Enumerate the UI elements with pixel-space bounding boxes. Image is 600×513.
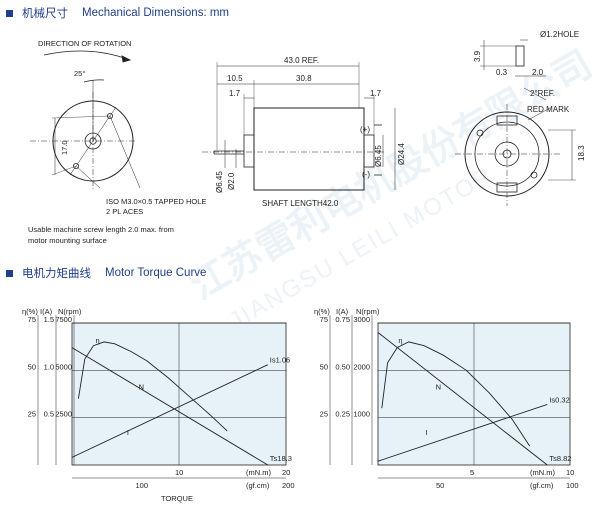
speed-line	[377, 332, 548, 466]
angle-25-label: 25°	[74, 69, 85, 78]
x-tick-gfcm: 100	[566, 481, 579, 490]
axis-tick-label: 2000	[353, 362, 370, 371]
axis-tick-label: 25	[28, 410, 36, 419]
efficiency-curve	[381, 341, 531, 447]
axis-header: η(%)	[314, 307, 330, 316]
dim-d645-right: Ø6.45	[374, 145, 383, 167]
x-tick-mnm: 10	[566, 468, 574, 477]
dim-0-3: 0.3	[496, 68, 508, 77]
torque-title-en: Motor Torque Curve	[105, 267, 207, 279]
eta-curve-label: η	[95, 336, 99, 345]
axis-tick-label: 0.5	[44, 410, 54, 419]
axis-tick-label: 1.5	[44, 315, 54, 324]
x-axis-title: TORQUE	[161, 494, 193, 503]
terminal-minus: (-)	[362, 170, 370, 179]
x-tick-mnm: 10	[175, 468, 183, 477]
x-unit-mnm: (mN.m)	[246, 468, 271, 477]
x-unit-mnm: (mN.m)	[530, 468, 555, 477]
dim-d645-left: Ø6.45	[215, 171, 224, 193]
dim-18-3: 18.3	[577, 145, 586, 161]
dim-17-label: 17.0	[60, 140, 69, 155]
axis-tick-label: 1000	[353, 410, 370, 419]
section-bullet-icon	[6, 269, 13, 277]
axis-header: η(%)	[22, 307, 38, 316]
shaft-length-label: SHAFT LENGTH42.0	[262, 199, 339, 208]
dim-10-5: 10.5	[227, 74, 243, 83]
stall-torque-label: Ts8.82	[549, 454, 571, 463]
torque-chart-2: η(%) I(A) N(rpm) 75 50 25 0.75 0.50 0.25 3000 2000…	[314, 307, 579, 490]
dim-30-8: 30.8	[296, 74, 312, 83]
axis-tick-label: 50	[28, 362, 36, 371]
usable-note-2: motor mounting surface	[28, 236, 107, 245]
current-line	[377, 403, 548, 462]
usable-note-1: Usable machine screw length 2.0 max. fro…	[28, 225, 174, 234]
dim-d2-0: Ø2.0	[227, 172, 236, 190]
axis-tick-label: 7500	[55, 315, 72, 324]
dim-3-9: 3.9	[473, 50, 482, 62]
axis-header: N(rpm)	[356, 307, 380, 316]
n-curve-label: N	[436, 383, 441, 392]
rear-view	[455, 39, 576, 206]
i-curve-label: I	[425, 428, 427, 437]
rotation-label: DIRECTION OF ROTATION	[38, 39, 131, 48]
x-tick-mnm: 20	[282, 468, 290, 477]
axis-header: I(A)	[40, 307, 53, 316]
dim-hole: Ø1.2HOLE	[540, 30, 579, 39]
screw-note-2: 2 PL ACES	[106, 207, 143, 216]
x-tick-mnm: 5	[470, 468, 474, 477]
x-tick-gfcm: 200	[282, 481, 295, 490]
n-curve-label: N	[139, 383, 144, 392]
terminal-plus: (+)	[360, 125, 370, 134]
x-tick-gfcm: 100	[136, 481, 149, 490]
axis-tick-label: 5000	[55, 362, 72, 371]
dimensions-title-en: Mechanical Dimensions: mm	[82, 7, 229, 19]
axis-tick-label: 1.0	[44, 362, 54, 371]
efficiency-curve	[77, 341, 228, 432]
dim-1-7-left: 1.7	[229, 89, 241, 98]
axis-tick-label: 75	[28, 315, 36, 324]
axis-tick-label: 25	[320, 410, 328, 419]
axis-tick-label: 0.75	[335, 315, 350, 324]
current-line	[71, 364, 268, 458]
stall-torque-label: Ts18.3	[270, 454, 292, 463]
axis-header: N(rpm)	[58, 307, 82, 316]
torque-chart-1: η(%)I(A) N(rpm) 75 50 25 1.5 1.0 0.5 7500 5000 250…	[22, 307, 295, 503]
x-unit-gfcm: (gf.cm)	[530, 481, 554, 490]
axis-tick-label: 50	[320, 362, 328, 371]
axis-tick-label: 2500	[55, 410, 72, 419]
dim-1-7-right: 1.7	[370, 89, 382, 98]
front-view	[30, 50, 141, 190]
x-unit-gfcm: (gf.cm)	[246, 481, 270, 490]
axis-tick-label: 0.25	[335, 410, 350, 419]
dim-2-0: 2.0	[532, 68, 544, 77]
stall-current-label: Is1.06	[270, 356, 290, 365]
axis-header: I(A)	[336, 307, 349, 316]
speed-line	[71, 347, 269, 466]
watermark: 江苏雷利电机股份有限公司 JIANGSU LEILI MOTOR	[184, 43, 600, 335]
screw-note-1: ISO M3.0×0.5 TAPPED HOLE	[106, 197, 206, 206]
section-bullet-icon	[6, 9, 13, 17]
x-tick-gfcm: 50	[436, 481, 444, 490]
axis-tick-label: 0.50	[335, 362, 350, 371]
dimensions-header: 机械尺寸 Mechanical Dimensions: mm	[6, 4, 229, 22]
dim-d24-4: Ø24.4	[397, 143, 406, 165]
dimensions-title-cn: 机械尺寸	[22, 8, 68, 20]
red-mark-label: RED MARK	[527, 105, 570, 114]
torque-header: 电机力矩曲线 Motor Torque Curve	[6, 264, 206, 282]
i-curve-label: I	[127, 428, 129, 437]
stall-current-label: Is0.32	[549, 395, 569, 404]
axis-tick-label: 3000	[353, 315, 370, 324]
dim-2-ref: 2°REF.	[530, 89, 555, 98]
axis-tick-label: 75	[320, 315, 328, 324]
eta-curve-label: η	[398, 336, 402, 345]
torque-title-cn: 电机力矩曲线	[22, 268, 91, 280]
side-view	[202, 62, 396, 191]
dim-overall: 43.0 REF.	[284, 56, 319, 65]
